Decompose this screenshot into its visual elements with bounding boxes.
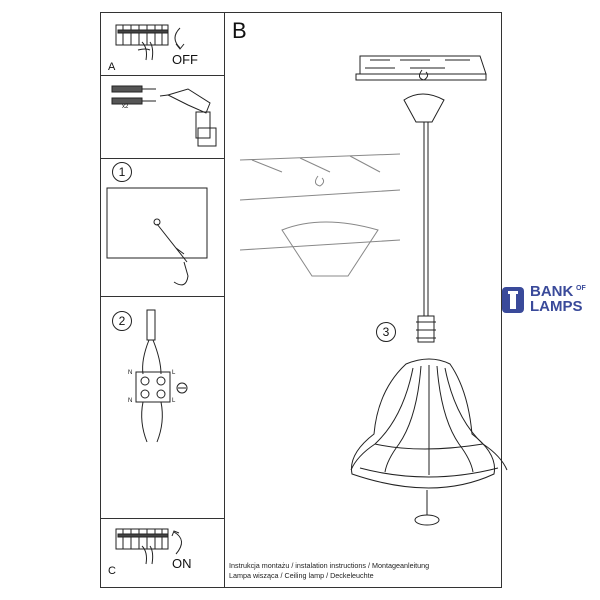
wiring-diagram — [135, 309, 188, 443]
canopy-drawing — [403, 93, 445, 123]
lamp-shade-drawing — [350, 358, 508, 526]
ceiling-perspective-inset — [239, 153, 401, 277]
brand-logo — [500, 283, 600, 317]
terminal-l-bottom: L — [172, 398, 176, 404]
brand-word-of: OF — [576, 285, 586, 292]
step-3-badge: 3 — [376, 322, 396, 342]
terminal-block-icon-a — [115, 24, 169, 61]
lighthouse-icon — [502, 287, 524, 313]
hook-icon — [156, 223, 189, 286]
panel-letter-c: C — [108, 565, 116, 577]
step-2-badge: 2 — [112, 311, 132, 331]
wall-anchor-icon — [111, 85, 156, 105]
brand-word-lamps: LAMPS — [530, 298, 583, 315]
mount-screw-icon — [153, 218, 161, 226]
footer-product: Lampa wisząca / Ceiling lamp / Deckeleuc… — [229, 571, 374, 580]
ceiling-bracket-drawing — [355, 55, 487, 81]
step-1-badge: 1 — [112, 162, 132, 182]
panel-letter-a: A — [108, 61, 116, 73]
terminal-n-top: N — [128, 370, 133, 376]
anchor-quantity: x2 — [122, 104, 129, 110]
off-arrow-icon — [174, 27, 181, 49]
drill-icon — [159, 88, 217, 147]
off-label: OFF — [172, 52, 198, 67]
instruction-sheet — [100, 12, 502, 588]
ceiling-plate-drawing — [106, 187, 208, 259]
terminal-block-icon-c — [115, 528, 169, 565]
divider-step2 — [100, 518, 224, 519]
panel-letter-b: B — [232, 18, 247, 43]
column-divider — [224, 12, 225, 588]
lamp-socket-drawing — [417, 315, 435, 343]
on-label: ON — [172, 556, 192, 571]
brand-word-bank: BANK — [530, 283, 574, 300]
footer-instructions: Instrukcja montażu / instalation instruc… — [229, 561, 430, 570]
terminal-n-bottom: N — [128, 398, 133, 404]
divider-step1 — [100, 296, 224, 297]
terminal-l-top: L — [172, 370, 176, 376]
divider-a — [100, 75, 224, 76]
divider-tools — [100, 158, 224, 159]
on-arrow-icon — [173, 531, 182, 555]
